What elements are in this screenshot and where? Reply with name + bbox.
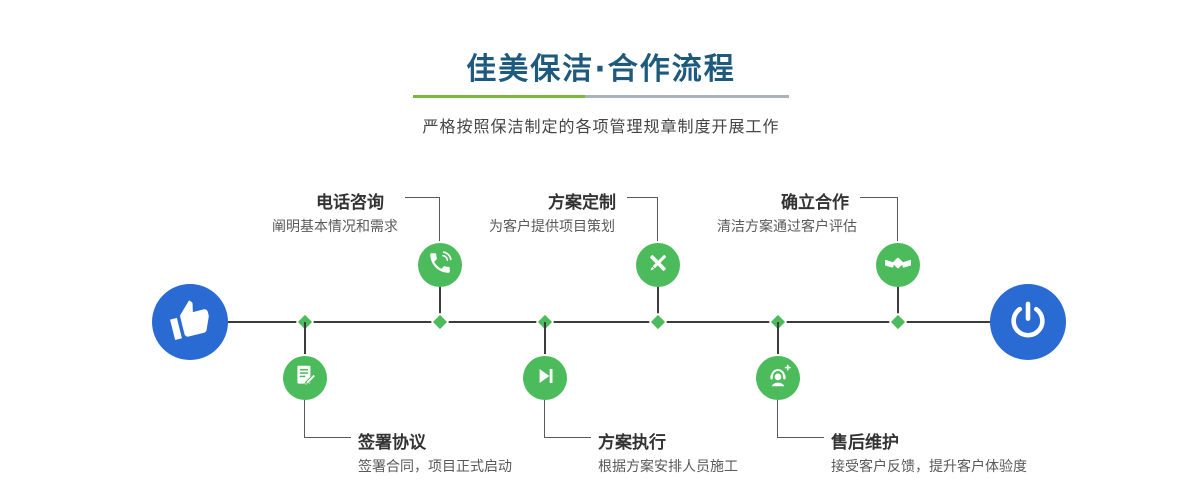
divider-green-segment <box>413 95 585 98</box>
top-step-1-connector-v <box>439 197 440 243</box>
top-step-1-node <box>418 243 462 287</box>
page-title: 佳美保洁·合作流程 <box>466 52 736 87</box>
play-icon <box>532 363 558 393</box>
bottom-step-1-desc: 签署合同，项目正式启动 <box>358 459 512 475</box>
top-step-2-connector-h <box>627 197 658 198</box>
top-step-1-connector-h <box>405 197 440 198</box>
bottom-step-1-connector-v <box>304 400 305 438</box>
headset-icon <box>765 363 791 393</box>
top-step-2-stem <box>657 287 659 322</box>
top-step-3-desc: 清洁方案通过客户评估 <box>717 219 857 235</box>
bottom-step-2-node <box>523 356 567 400</box>
bottom-step-1-connector-h <box>305 437 351 438</box>
bottom-step-2-stem <box>544 322 546 356</box>
bottom-step-3-connector-v <box>777 400 778 438</box>
design-pen-icon <box>645 250 671 280</box>
start-endpoint <box>152 284 228 360</box>
top-step-2-title: 方案定制 <box>548 193 616 213</box>
top-step-3-title: 确立合作 <box>781 193 849 213</box>
bottom-step-2-desc: 根据方案安排人员施工 <box>598 459 738 475</box>
top-step-3-connector-v <box>897 197 898 243</box>
top-step-3-connector-h <box>860 197 898 198</box>
top-step-1-title: 电话咨询 <box>316 193 384 213</box>
handshake-icon <box>883 250 913 280</box>
top-step-3-junction <box>890 314 906 330</box>
power-icon <box>1007 299 1049 345</box>
bottom-step-3-desc: 接受客户反馈，提升客户体验度 <box>831 459 1027 475</box>
bottom-step-3-title: 售后维护 <box>831 433 899 453</box>
timeline-line <box>200 321 1020 323</box>
top-step-2-desc: 为客户提供项目策划 <box>489 219 615 235</box>
end-endpoint <box>990 284 1066 360</box>
bottom-step-2-connector-v <box>544 400 545 438</box>
top-step-1-stem <box>439 287 441 322</box>
bottom-step-2-connector-h <box>545 437 591 438</box>
title-divider <box>413 95 789 98</box>
bottom-step-3-node <box>756 356 800 400</box>
top-step-3-node <box>876 243 920 287</box>
top-step-1-desc: 阐明基本情况和需求 <box>272 219 398 235</box>
top-step-1-junction <box>432 314 448 330</box>
top-step-2-connector-v <box>657 197 658 243</box>
bottom-step-1-stem <box>304 322 306 356</box>
bottom-step-3-connector-h <box>778 437 824 438</box>
top-step-3-stem <box>897 287 899 322</box>
bottom-step-1-node <box>283 356 327 400</box>
bottom-step-3-stem <box>777 322 779 356</box>
top-step-2-junction <box>650 314 666 330</box>
top-step-2-node <box>636 243 680 287</box>
page-subtitle: 严格按照保洁制定的各项管理规章制度开展工作 <box>422 117 780 136</box>
bottom-step-1-title: 签署协议 <box>358 433 426 453</box>
divider-gray-segment <box>585 95 789 98</box>
contract-icon <box>292 363 318 393</box>
bottom-step-2-title: 方案执行 <box>598 433 666 453</box>
pointer-hand-icon <box>169 299 211 345</box>
phone-icon <box>427 250 453 280</box>
